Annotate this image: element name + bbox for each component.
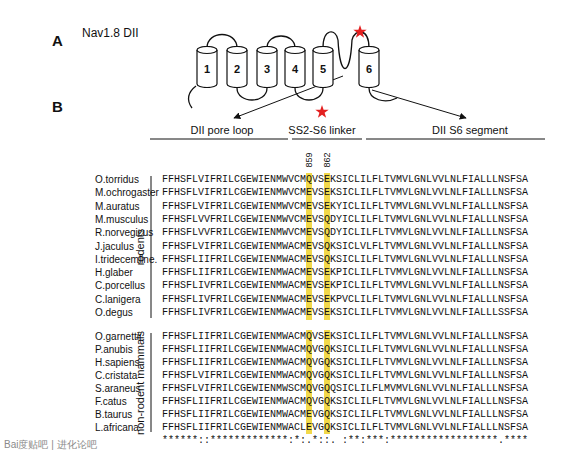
sequence-row: FFHSFLVIFRILCGEWIENMWVCMEVSEKYICLILFLTVM… (162, 200, 528, 213)
star-marker (353, 25, 366, 38)
sequence-row: FFHSFLVIFRILCGEWIENMWACMEVSQKSICLVLFLTVM… (162, 240, 528, 253)
sequence-row: FFHSFLIIFRILCGEWIENMWACMQVGQKSICLILFLTVM… (162, 343, 528, 356)
segment-number: 5 (312, 63, 334, 75)
watermark: Bai度贴吧 | 进化论吧 (4, 438, 97, 452)
species-name: J.jaculus (95, 240, 134, 253)
segment-number: 4 (284, 63, 306, 75)
segment-number: 6 (358, 63, 380, 75)
sequence-row: FFHSFLVVFRILCGEWIENMWVCMEVSQDYICLILFLTVM… (162, 226, 528, 239)
transmembrane-segment: 4 (284, 46, 306, 88)
region-lines (150, 139, 545, 140)
species-name: O.garnettii (95, 330, 141, 343)
sequence-row: FFHSFLIVFRILCGEWIENMWACMEVSEKSICLILFLTVM… (162, 306, 528, 319)
species-name: F.catus (95, 395, 127, 408)
species-name: R.norvegicus (95, 226, 153, 239)
species-name: S.araneus (95, 382, 141, 395)
transmembrane-segment: 5 (312, 46, 334, 88)
transmembrane-segment: 1 (196, 46, 218, 88)
segment-number: 2 (226, 63, 248, 75)
sequence-row: FFHSFLIIFRILCGEWIENMWACMQVGQKSICLILFLTVM… (162, 356, 528, 369)
sequence-row: FFHSFLVIFRILCGEWIENMWVCMEVSEKSICLILFLTVM… (162, 186, 528, 199)
sequence-row: FFHSFLIIFRILCGEWIENMWACMQVGQKSICLILFLTVM… (162, 395, 528, 408)
sequence-row: FFHSFLVIFRILCGEWIENMWACMQVGQKSICLILFLTVM… (162, 369, 528, 382)
transmembrane-segment: 2 (226, 46, 248, 88)
species-name: B.taurus (95, 408, 132, 421)
panel-letter: A (52, 32, 63, 49)
region-label: DII S6 segment (432, 124, 508, 136)
leader-arrow (372, 90, 466, 118)
transmembrane-segment: 6 (358, 46, 380, 88)
segment-number: 3 (256, 63, 278, 75)
sequence-row: FFHSFLVIFRILCGEWIENMWSCMQVGQQSICLILFLMVM… (162, 382, 528, 395)
transmembrane-segment: 3 (256, 46, 278, 88)
position-number: 862 (323, 152, 332, 167)
sequence-row: FFHSFLVIFRILCGEWIENMWVCMQVSEKSICLILFLTVM… (162, 173, 528, 186)
species-name: H.sapiens (95, 356, 139, 369)
region-label: DII pore loop (191, 124, 254, 136)
group-bracket (151, 333, 152, 432)
sequence-row: FFHSFLVVFRILCGEWIENMWVCMEVSQDYICLILFLTVM… (162, 213, 528, 226)
segment-number: 1 (196, 63, 218, 75)
position-number: 859 (305, 152, 314, 167)
consensus-line: ******::*************:*:.*::. :**:***:**… (162, 434, 528, 447)
species-name: M.musculus (95, 213, 148, 226)
sequence-row: FFHSFLIVFRILCGEWIENMWACMEVSEKPICLILFLTVM… (162, 279, 528, 292)
sequence-row: FFHSFLIVFRILCGEWIENMWACMEVSEKPVCLILFLTVM… (162, 293, 528, 306)
species-name: P.anubis (95, 343, 133, 356)
species-name: H.glaber (95, 266, 133, 279)
sequence-row: FFHSFLIIFRILCGEWIENMWACLEVGQKSICLILFLTVM… (162, 421, 528, 434)
species-name: M.ochrogaster (95, 186, 159, 199)
species-name: C.cristata (95, 369, 137, 382)
region-label: SS2-S6 linker (288, 124, 355, 136)
panel-letter: B (52, 98, 63, 115)
sequence-row: FFHSFLIIFRILCGEWIENMWACMEVSEKPICLILFLTVM… (162, 266, 528, 279)
channel-loops (189, 32, 397, 108)
species-name: C.porcellus (95, 279, 145, 292)
species-name: O.torridus (95, 173, 139, 186)
species-name: C.lanigera (95, 293, 141, 306)
species-name: O.degus (95, 306, 133, 319)
sequence-row: FFHSFLIIFRILCGEWIENMWACMQVSEKSICLILFLTVM… (162, 330, 528, 343)
sequence-row: FFHSFLIIFRILCGEWIENMWACMEVSQKSICLILFLTVM… (162, 253, 528, 266)
sequence-row: FFHSFLIIFRILCGEWIENMWACMEVGQKSICLILFLTVM… (162, 408, 528, 421)
star-marker (315, 105, 328, 118)
panel-title: Nav1.8 DII (82, 26, 139, 40)
species-name: M.auratus (95, 200, 139, 213)
species-name: I.tridecemline. (95, 253, 157, 266)
species-name: L.africana (95, 421, 139, 434)
